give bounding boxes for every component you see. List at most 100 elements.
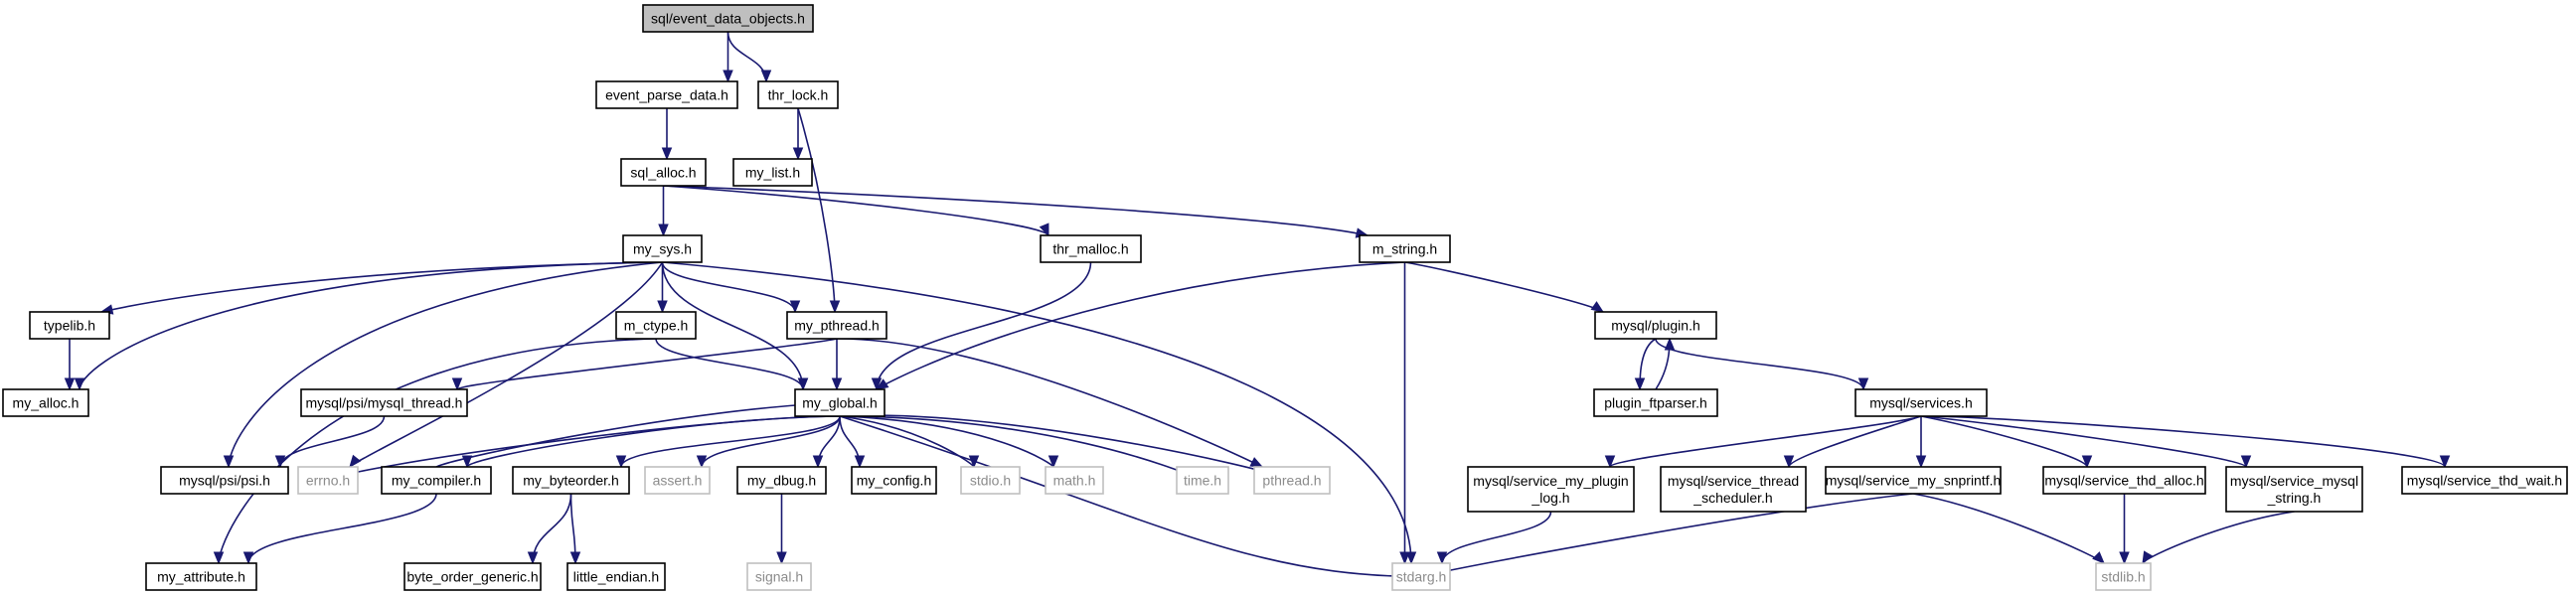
node-label: my_global.h (802, 395, 878, 411)
graph-node[interactable]: stdarg.h (1391, 562, 1451, 591)
arrowhead-n9-to-n14 (797, 377, 809, 391)
graph-node[interactable]: mysql/services.h (1854, 388, 1988, 417)
node-label: time.h (1184, 473, 1221, 489)
arrowhead-n6-to-n14 (871, 377, 883, 391)
graph-node[interactable]: little_endian.h (566, 562, 666, 591)
graph-node[interactable]: my_dbug.h (736, 466, 827, 495)
node-label: my_alloc.h (13, 395, 80, 411)
arrowhead-n30-to-n39 (2092, 551, 2105, 564)
graph-node[interactable]: mysql/psi/mysql_thread.h (300, 388, 468, 417)
edge-n14-to-n20 (620, 415, 841, 468)
graph-node[interactable]: thr_malloc.h (1040, 234, 1142, 263)
arrowhead-n2-to-n4 (792, 147, 804, 161)
graph-node[interactable]: my_alloc.h (2, 388, 89, 417)
node-box (2095, 562, 2152, 591)
graph-node[interactable]: plugin_ftparser.h (1593, 388, 1718, 417)
graph-node[interactable]: mysql/service_my_plugin_log.h (1467, 466, 1635, 513)
arrowhead-n3-to-n6 (1039, 223, 1049, 237)
graph-node[interactable]: my_compiler.h (381, 466, 492, 495)
arrowhead-n5-to-n9 (657, 300, 668, 314)
graph-node[interactable]: pthread.h (1253, 466, 1331, 495)
node-box (1854, 388, 1988, 417)
arrowhead-n9-to-n34 (213, 551, 225, 565)
node-box (757, 80, 839, 109)
nodes-layer: sql/event_data_objects.h event_parse_data… (2, 4, 2568, 591)
node-label: pthread.h (1262, 473, 1321, 489)
graph-node[interactable]: mysql/service_thread_scheduler.h (1660, 466, 1807, 513)
graph-node[interactable]: mysql/service_thd_wait.h (2401, 466, 2568, 495)
graph-node[interactable]: m_string.h (1359, 234, 1451, 263)
graph-node[interactable]: byte_order_generic.h (403, 562, 542, 591)
node-box (642, 4, 814, 33)
arrowhead-n28-to-n38 (1436, 551, 1448, 565)
node-label: my_pthread.h (794, 318, 880, 334)
arrowhead-n16-to-n29 (1783, 455, 1795, 469)
graph-node[interactable]: mysql/service_my_snprintf.h (1825, 466, 2002, 495)
node-box (620, 158, 707, 187)
node-box (297, 466, 359, 495)
graph-node[interactable]: errno.h (297, 466, 359, 495)
node-label: _scheduler.h (1692, 490, 1772, 506)
node-label: my_config.h (857, 473, 931, 489)
graph-node[interactable]: sql_alloc.h (620, 158, 707, 187)
graph-node[interactable]: my_sys.h (622, 234, 703, 263)
arrowhead-n11-to-n16 (1857, 377, 1869, 391)
node-box (145, 562, 257, 591)
arrowhead-n20-to-n35 (527, 551, 539, 565)
graph-node[interactable]: typelib.h (29, 311, 110, 340)
graph-node[interactable]: mysql/service_mysql_string.h (2225, 466, 2363, 513)
node-label: my_dbug.h (747, 473, 816, 489)
graph-node[interactable]: m_ctype.h (615, 311, 697, 340)
arrowhead-n5-to-n10 (789, 300, 801, 314)
graph-node[interactable]: mysql/psi/psi.h (160, 466, 289, 495)
edge-n0-to-n2 (726, 31, 767, 82)
graph-node[interactable]: my_config.h (851, 466, 937, 495)
arrowhead-n1-to-n3 (661, 147, 673, 161)
node-box (622, 234, 703, 263)
arrowhead-n22-to-n37 (776, 551, 787, 565)
graph-node[interactable]: thr_lock.h (757, 80, 839, 109)
graph-node[interactable]: stdio.h (960, 466, 1021, 495)
node-box (300, 388, 468, 417)
graph-node[interactable]: stdlib.h (2095, 562, 2152, 591)
edge-n32-to-n39 (2142, 511, 2295, 564)
node-box (732, 158, 813, 187)
node-label: m_ctype.h (624, 318, 689, 334)
graph-node[interactable]: my_attribute.h (145, 562, 257, 591)
graph-node[interactable]: sql/event_data_objects.h (642, 4, 814, 33)
graph-node[interactable]: signal.h (746, 562, 812, 591)
graph-node[interactable]: my_list.h (732, 158, 813, 187)
node-label: m_string.h (1372, 241, 1437, 257)
graph-node[interactable]: my_global.h (794, 388, 886, 417)
arrowhead-n5-to-n18 (349, 454, 362, 469)
node-label: typelib.h (44, 318, 95, 334)
edge-n7-to-n14 (876, 261, 1405, 390)
node-box (746, 562, 812, 591)
arrowhead-n3-to-n5 (658, 224, 669, 237)
graph-node[interactable]: math.h (1045, 466, 1104, 495)
graph-node[interactable]: my_pthread.h (786, 311, 887, 340)
edge-n7-to-n11 (1404, 261, 1604, 313)
graph-node[interactable]: mysql/plugin.h (1594, 311, 1717, 340)
node-label: _log.h (1530, 490, 1569, 506)
node-box (786, 311, 887, 340)
node-box (2401, 466, 2568, 495)
node-label: mysql/plugin.h (1611, 318, 1700, 334)
edge-n11-to-n16 (1655, 338, 1864, 390)
node-label: math.h (1053, 473, 1096, 489)
node-label: sql/event_data_objects.h (651, 11, 805, 27)
node-box (381, 466, 492, 495)
graph-node[interactable]: mysql/service_thd_alloc.h (2042, 466, 2206, 495)
node-label: stdarg.h (1396, 569, 1447, 585)
graph-node[interactable]: assert.h (644, 466, 711, 495)
arrowhead-n16-to-n28 (1604, 455, 1616, 469)
arrowhead-n11-to-n15 (1634, 377, 1646, 391)
arrowhead-n14-to-n25 (1047, 455, 1059, 469)
graph-node[interactable]: my_byteorder.h (512, 466, 630, 495)
node-box (512, 466, 630, 495)
graph-node[interactable]: time.h (1176, 466, 1229, 495)
node-box (1391, 562, 1451, 591)
arrowhead-n16-to-n32 (2240, 455, 2252, 469)
graph-node[interactable]: event_parse_data.h (595, 80, 738, 109)
